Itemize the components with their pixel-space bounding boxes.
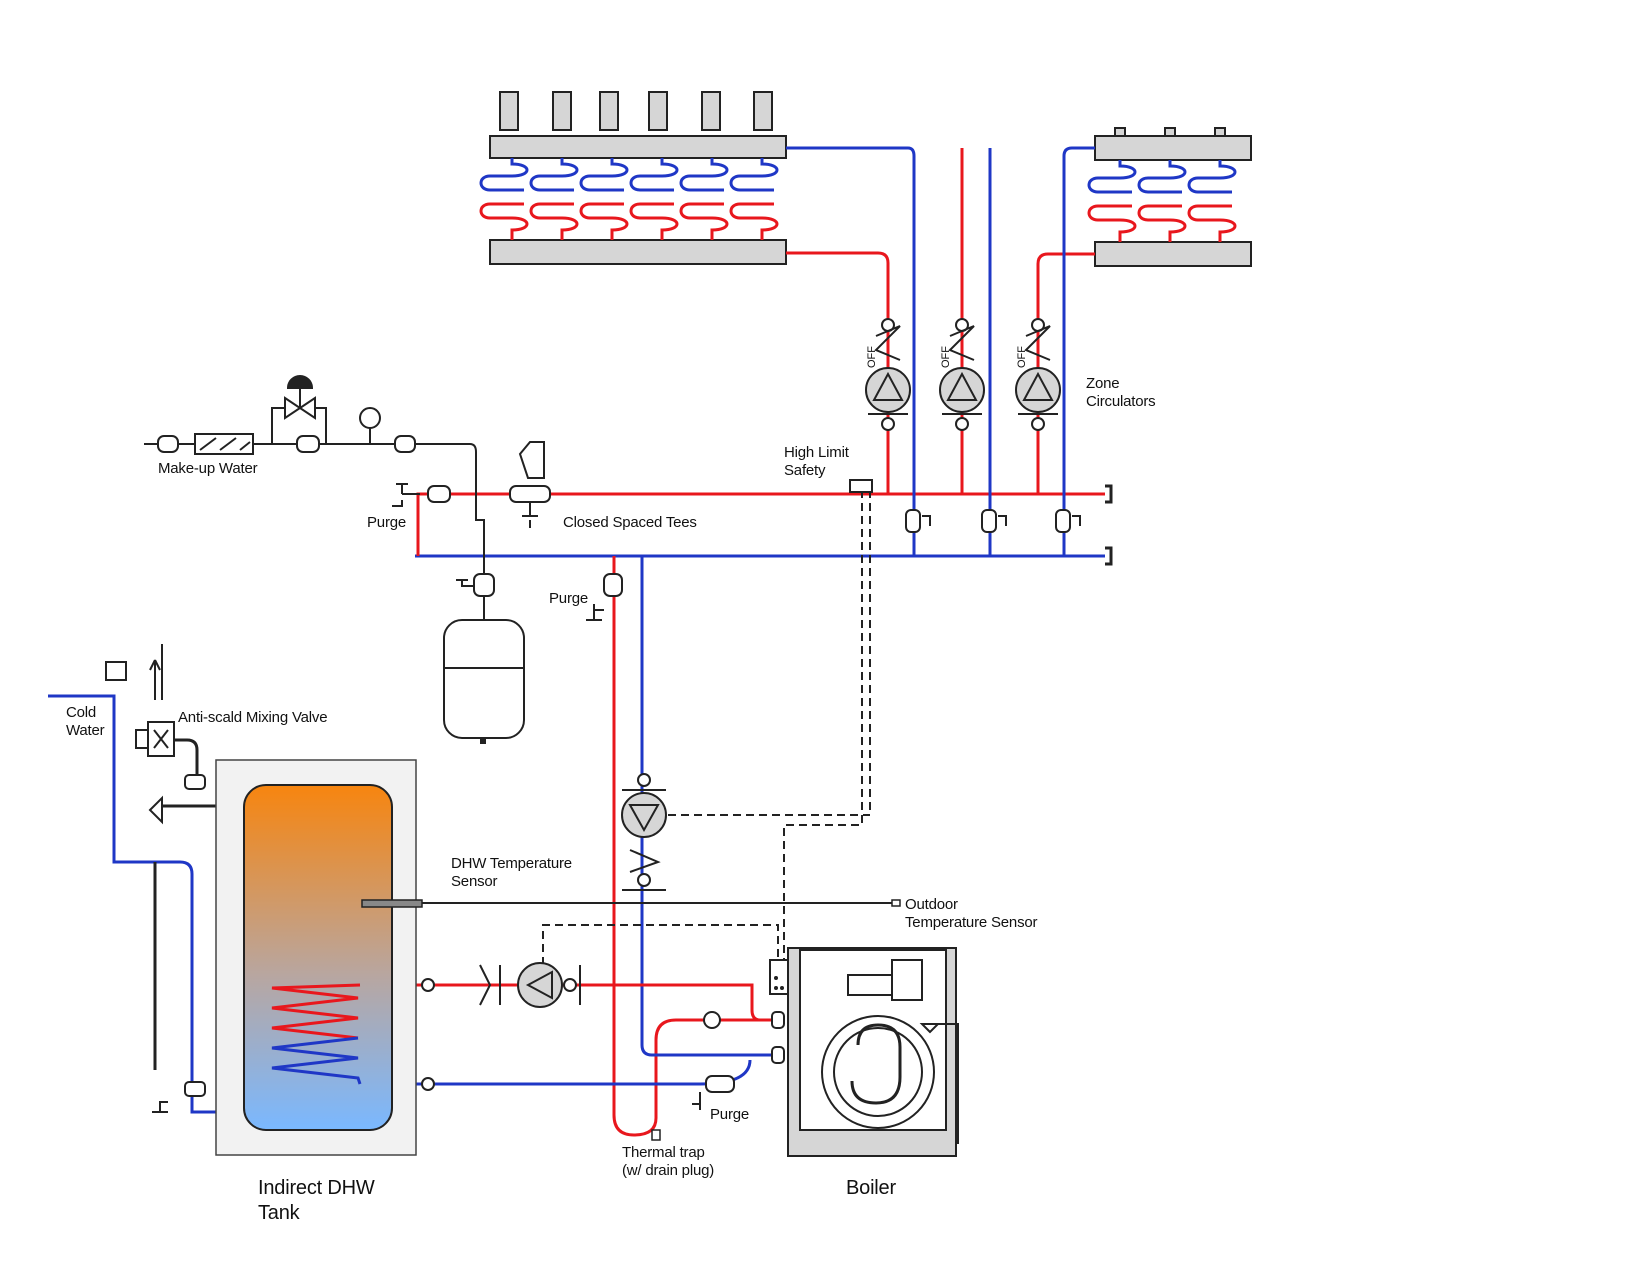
label-makeup-water: Make-up Water [158, 460, 258, 477]
backflow-preventer [194, 433, 254, 455]
boiler-controller [769, 959, 789, 995]
boiler-sensor-tee [703, 1011, 721, 1029]
ball-valve-1 [157, 435, 179, 453]
zone-circulators [865, 318, 1061, 431]
zone-circulator-1 [865, 318, 911, 431]
label-off-zone-1: OFF [866, 346, 878, 368]
zone-circulator-2 [939, 318, 985, 431]
ball-valve-3 [394, 435, 416, 453]
piping [48, 146, 1113, 1137]
label-anti-scald-mixing-valve: Anti-scald Mixing Valve [178, 709, 328, 726]
return-isolation-fittings [905, 509, 1081, 533]
makeup-water-assembly [157, 375, 623, 621]
label-thermal-trap: Thermal trap (w/ drain plug) [622, 1144, 715, 1179]
label-off-zone-3: OFF [1016, 346, 1028, 368]
label-closed-spaced-tees: Closed Spaced Tees [563, 514, 697, 531]
label-cold-water: Cold Water [66, 704, 105, 739]
expansion-tank [443, 619, 525, 744]
zone-circulator-3 [1015, 318, 1061, 431]
pressure-reducing-valve [284, 375, 316, 420]
label-purge-left: Purge [367, 514, 407, 531]
label-indirect-dhw-tank: Indirect DHW Tank [258, 1177, 375, 1224]
anti-scald-mixing-valve-assembly [105, 661, 206, 1113]
radiant-manifold-left [479, 91, 787, 265]
label-purge-mid: Purge [549, 590, 589, 607]
label-boiler: Boiler [846, 1177, 896, 1199]
label-off-zone-2: OFF [940, 346, 952, 368]
outdoor-temperature-sensor [891, 899, 901, 907]
boiler-circulator [621, 773, 667, 891]
radiant-manifold-right [1087, 127, 1252, 267]
label-purge-bottom: Purge [710, 1106, 750, 1123]
label-high-limit-safety: High Limit Safety [784, 444, 849, 479]
label-zone-circulators: Zone Circulators [1086, 375, 1156, 410]
pressure-gauge [359, 407, 381, 429]
ball-valve-2 [296, 435, 320, 453]
heat-exchanger-coil [271, 983, 362, 1085]
high-limit-safety-switch [849, 479, 873, 493]
indirect-dhw-tank [215, 759, 423, 1156]
label-outdoor-temperature-sensor: Outdoor Temperature Sensor [905, 896, 1038, 931]
label-dhw-temperature-sensor: DHW Temperature Sensor [451, 855, 572, 890]
dhw-temperature-sensor-well [361, 899, 423, 908]
dhw-circulator [421, 962, 581, 1091]
zone-valve-actuators [499, 91, 773, 131]
thermal-trap-drain-plug [651, 1129, 661, 1141]
boiler [692, 947, 959, 1157]
radiant-loops-left [479, 158, 779, 240]
air-vent-fitting [518, 441, 545, 479]
control-wiring [542, 490, 871, 965]
